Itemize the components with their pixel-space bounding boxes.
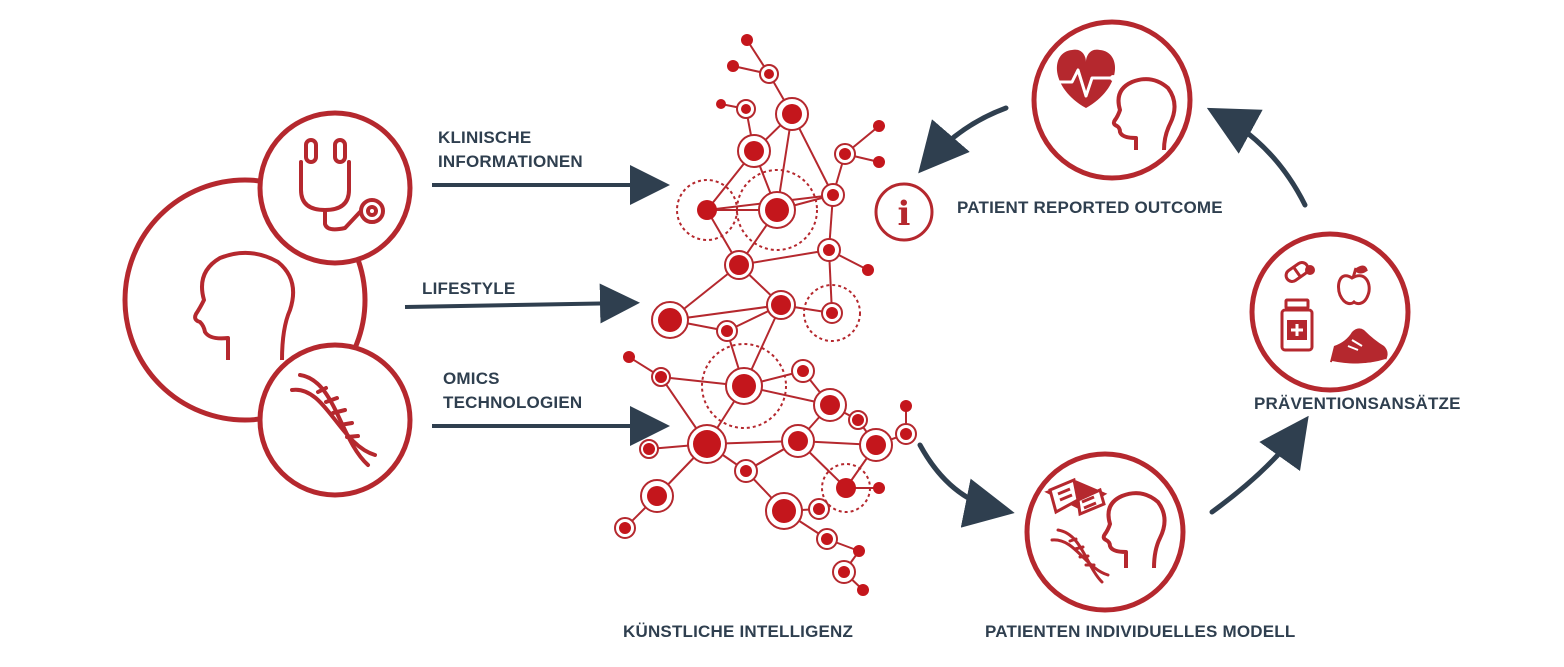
network-node (827, 189, 839, 201)
label-prevention-text: PRÄVENTIONSANSÄTZE (1254, 394, 1461, 413)
network-node (741, 34, 753, 46)
network-node (853, 545, 865, 557)
network-node (741, 104, 751, 114)
network-node (771, 295, 791, 315)
network-node (772, 499, 796, 523)
model-group (1024, 451, 1186, 613)
arrow-lifestyle (404, 283, 640, 324)
network-node (693, 430, 721, 458)
label-pro: PATIENT REPORTED OUTCOME (957, 196, 1223, 220)
arrow-pro-to-net (918, 105, 1009, 174)
sneaker-icon (1330, 328, 1388, 366)
pro-circle (1031, 19, 1193, 181)
model-dna-icon (1050, 528, 1110, 584)
neural-network (614, 34, 917, 596)
label-model: PATIENTEN INDIVIDUELLES MODELL (985, 620, 1295, 644)
network-node (797, 365, 809, 377)
label-model-text: PATIENTEN INDIVIDUELLES MODELL (985, 622, 1296, 641)
pills-icon (1284, 261, 1315, 283)
network-dashed-ring (676, 179, 738, 241)
label-lifestyle: LIFESTYLE (422, 277, 515, 301)
label-clinical-line2: INFORMATIONEN (438, 152, 583, 171)
cycle-arrows (917, 105, 1309, 528)
label-ai-text: KÜNSTLICHE INTELLIGENZ (623, 622, 854, 641)
network-node (839, 148, 851, 160)
arrow-prevention-to-pro (1206, 107, 1308, 208)
network-node (820, 395, 840, 415)
network-node (765, 198, 789, 222)
book-icon (1044, 477, 1108, 517)
arrow-model-to-prevention (1209, 415, 1309, 515)
network-node (732, 374, 756, 398)
pro-group (1031, 19, 1193, 181)
medicine-bottle-icon (1280, 298, 1314, 352)
dna-icon (290, 373, 377, 467)
network-node (857, 584, 869, 596)
network-node (764, 69, 774, 79)
pro-head-icon (1111, 77, 1177, 151)
model-head-icon (1101, 491, 1167, 569)
heart-icon (1056, 49, 1116, 108)
label-clinical: KLINISCHE INFORMATIONEN (438, 126, 583, 174)
network-edge (738, 249, 830, 266)
network-node (643, 443, 655, 455)
network-node (721, 325, 733, 337)
network-node (836, 478, 856, 498)
apple-icon (1337, 265, 1371, 306)
arrow-net-to-model (917, 442, 1015, 528)
label-omics-line2: TECHNOLOGIEN (443, 393, 583, 412)
label-prevention: PRÄVENTIONSANSÄTZE (1254, 392, 1461, 416)
network-node (744, 141, 764, 161)
network-node (740, 465, 752, 477)
network-node (873, 156, 885, 168)
label-lifestyle-text: LIFESTYLE (422, 279, 516, 298)
network-node (655, 371, 667, 383)
info-icon: i (874, 182, 934, 242)
network-node (623, 351, 635, 363)
network-node (900, 400, 912, 412)
info-glyph: i (898, 194, 911, 234)
network-node (647, 486, 667, 506)
network-node (619, 522, 631, 534)
label-clinical-line1: KLINISCHE (438, 128, 532, 147)
network-node (852, 414, 864, 426)
network-node (826, 307, 838, 319)
clinical-circle (257, 110, 413, 266)
network-dashed-ring (821, 463, 871, 513)
network-node (900, 428, 912, 440)
label-ai: KÜNSTLICHE INTELLIGENZ (623, 620, 853, 644)
network-node (697, 200, 717, 220)
network-node (716, 99, 726, 109)
network-node (873, 482, 885, 494)
head-icon (193, 250, 295, 361)
network-node (838, 566, 850, 578)
prevention-group (1249, 231, 1411, 393)
prevention-circle (1249, 231, 1411, 393)
network-node (866, 435, 886, 455)
network-node (729, 255, 749, 275)
label-omics-line1: OMICS (443, 369, 500, 388)
network-dashed-ring (736, 169, 818, 251)
network-node (862, 264, 874, 276)
patient-group (122, 110, 413, 498)
network-node (823, 244, 835, 256)
network-node (873, 120, 885, 132)
network-node (813, 503, 825, 515)
network-node (782, 104, 802, 124)
label-pro-text: PATIENT REPORTED OUTCOME (957, 198, 1223, 217)
network-node (658, 308, 682, 332)
network-node (821, 533, 833, 545)
network-dashed-ring (701, 343, 787, 429)
network-dashed-ring (803, 284, 861, 342)
input-arrows (404, 165, 670, 446)
network-node (788, 431, 808, 451)
stethoscope-icon (299, 138, 385, 232)
label-omics: OMICS TECHNOLOGIEN (443, 367, 582, 415)
network-node (727, 60, 739, 72)
